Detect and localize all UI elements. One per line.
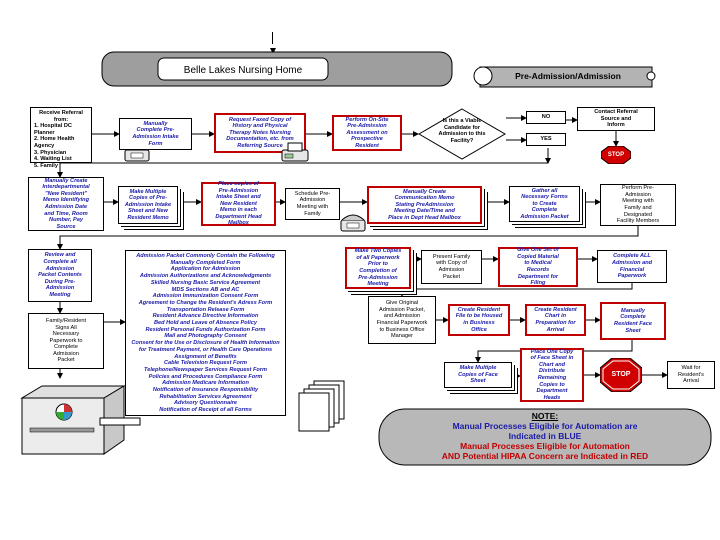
packet-item: Cable Television Request Form	[163, 360, 248, 367]
packet-item: Notification of Receipt of all Forms	[159, 407, 252, 414]
packet-item: MDS Sections AB and AC	[171, 286, 240, 293]
referral-source-3: 3. Physician	[34, 149, 67, 156]
packet-item: Bed Hold and Leave of Absence Policy	[154, 320, 257, 327]
note-red-line-2: AND Potential HIPAA Concern are Indicate…	[441, 451, 649, 461]
perform-onsite-assessment: Perform On-Site Pre-Admission Assessment…	[332, 115, 402, 151]
yes-box: YES	[526, 133, 566, 146]
packet-item: Admission Authorizations and Acknowledgm…	[139, 273, 272, 280]
packet-item: Advisory Questionnaire	[173, 400, 238, 407]
stop-label-1: STOP	[607, 152, 625, 158]
give-copied-material: Give One Set of Copied Material to Medic…	[498, 247, 578, 287]
packet-item: Transportation Release Form	[166, 306, 245, 313]
referral-source-4: 4. Waiting List	[34, 156, 72, 163]
packet-item: Admission Medicare Information	[162, 380, 249, 387]
make-face-copies: Make Multiple Copies of Face Sheet	[444, 362, 512, 388]
create-resident-chart: Create Resident Chart in Preparation for…	[525, 304, 586, 336]
packet-item: Rehabilitation Services Agreement	[159, 393, 252, 400]
no-box: NO	[526, 111, 566, 124]
wait-for-arrival: Wait for Resident's Arrival	[667, 361, 715, 389]
referral-source-1: 1. Hospital DC Planner	[34, 123, 72, 136]
create-resident-file: Create Resident File to be Housed in Bus…	[448, 304, 510, 336]
printer-icon	[14, 378, 148, 458]
place-copies-mailbox: Place copies of Pre-Admission Intake She…	[201, 181, 276, 226]
stop-sign-1: STOP	[600, 145, 632, 165]
document-stack-icon	[292, 378, 352, 434]
packet-item: Agreement to Change the Resident's Adres…	[138, 299, 273, 306]
admission-packet-list: Admission Packet Commonly Contain the Fo…	[125, 250, 286, 416]
packet-item: Notification of Insurance Responsibility	[152, 387, 259, 394]
receive-referral-label: Receive Referral from:	[39, 110, 83, 123]
packet-item: Assignment of Benefits	[174, 353, 237, 360]
note-blue-line-1: Manual Processes Eligible for Automation…	[452, 421, 638, 431]
process-title: Pre-Admission/Admission	[515, 71, 621, 81]
complete-all-paperwork: Complete ALL Admission and Financial Pap…	[597, 250, 667, 283]
manual-create-interdept-memo: Manually Create Interdepartmental "New R…	[28, 177, 104, 231]
make-two-copies: Make Two Copies of all Paperwork Prior t…	[345, 247, 411, 289]
contact-referral-source: Contact Referral Source and Inform	[577, 107, 655, 131]
packet-item: for Treatment Payment, or Health Care Op…	[138, 346, 273, 353]
fax-icon-1	[280, 142, 310, 162]
packet-item: Resident Personal Funds Authorization Fo…	[145, 326, 266, 333]
note-legend: NOTE: Manual Processes Eligible for Auto…	[378, 408, 712, 466]
org-title: Belle Lakes Nursing Home	[184, 65, 303, 76]
give-original-packet: Give Original Admission Packet, and Admi…	[368, 296, 436, 344]
viable-candidate-text: Is this a Viable Candidate for Admission…	[438, 118, 486, 144]
packet-item: Skilled Nursing Basic Service Agreement	[150, 279, 261, 286]
packet-item: Policies and Procedures Compliance Form	[148, 373, 263, 380]
packet-item: Resident Advance Directive Information	[152, 313, 259, 320]
manual-complete-intake: Manually Complete Pre- Admission Intake …	[119, 118, 192, 150]
create-communication-memo: Manually Create Communication Memo Stati…	[367, 186, 482, 224]
header-banners: Belle Lakes Nursing Home Pre-Admission/A…	[101, 51, 656, 88]
make-multiple-copies: Make Multiple Copies of Pre- Admission I…	[118, 186, 178, 224]
note-red-line-1: Manual Processes Eligible for Automation	[460, 441, 630, 451]
stop-label-2: STOP	[611, 371, 631, 378]
review-complete-packet: Review and Complete all Admission Packet…	[28, 249, 92, 302]
note-title: NOTE:	[531, 411, 559, 421]
packet-item: Telephone/Newspaper Services Request For…	[144, 366, 267, 373]
place-face-copy: Place One Copy of Face Sheet in Chart an…	[520, 348, 584, 402]
packet-header: Admission Packet Commonly Contain the Fo…	[136, 253, 275, 259]
family-signs-paperwork: Family/Resident Signs All Necessary Pape…	[28, 313, 104, 369]
packet-item: Application for Admission	[170, 266, 241, 273]
gather-forms: Gather all Necessary Forms to Create Com…	[509, 186, 580, 222]
receive-referral-box: Receive Referral from: 1. Hospital DC Pl…	[30, 107, 92, 169]
manual-face-sheet: Manually Complete Resident Face Sheet	[600, 302, 666, 340]
phone-icon-2	[338, 212, 368, 232]
process-banner: Pre-Admission/Admission	[473, 66, 656, 88]
packet-item: Admission Immunization Consent Form	[152, 293, 259, 300]
packet-item: Consent for the Use or Disclosure of Hea…	[131, 340, 280, 347]
org-banner: Belle Lakes Nursing Home	[101, 51, 453, 87]
referral-source-5: 5. Family	[34, 162, 58, 169]
referral-source-2: 2. Home Health Agency	[34, 136, 75, 149]
note-blue-line-2: Indicated in BLUE	[508, 431, 582, 441]
top-dash	[272, 32, 273, 44]
viable-candidate-decision: Is this a Viable Candidate for Admission…	[418, 108, 506, 160]
packet-item: Mail and Photography Consent	[164, 333, 247, 340]
packet-item: Manually Completed Form	[170, 259, 241, 266]
perform-preadmission-meeting: Perform Pre- Admission Meeting with Fami…	[600, 184, 676, 226]
present-family-copy: Present Family with Copy of Admission Pa…	[421, 250, 482, 284]
stop-sign-2: STOP	[599, 357, 643, 393]
schedule-meeting: Schedule Pre- Admission Meeting with Fam…	[285, 188, 340, 220]
